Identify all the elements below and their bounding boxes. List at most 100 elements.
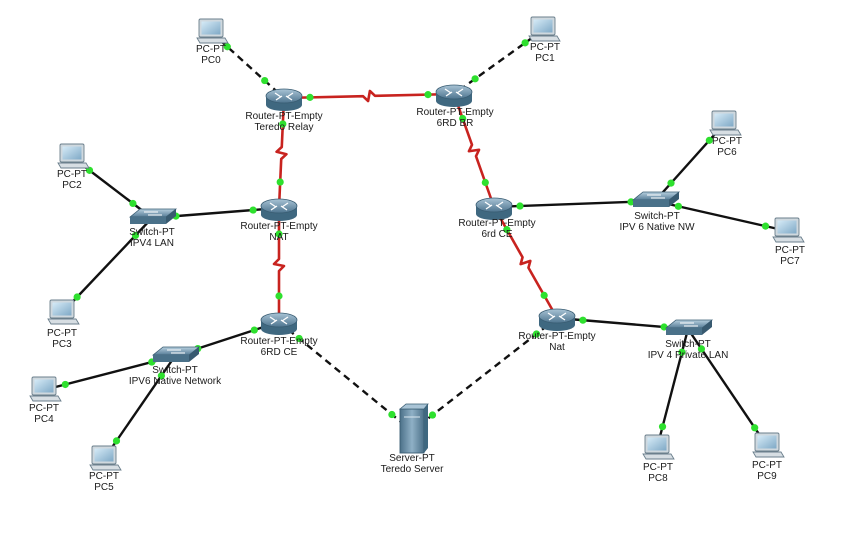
- router-icon-top: [538, 308, 576, 324]
- pc-icon-keyboard: [47, 318, 80, 325]
- port-status-dot: [540, 291, 548, 299]
- port-status-dot: [751, 424, 759, 432]
- server-icon-side: [424, 404, 428, 453]
- port-status-dot: [275, 292, 283, 300]
- device-name-label: Teredo Server: [381, 464, 444, 475]
- pc-icon-screen: [52, 302, 72, 316]
- devices-layer: PC-PTPC0PC-PTPC1PC-PTPC2PC-PTPC3PC-PTPC4…: [29, 16, 805, 493]
- router-icon-arrows: [269, 202, 289, 211]
- router-icon-arrows: [269, 316, 289, 325]
- device-name-label: 6RD CE: [261, 347, 298, 358]
- pc-icon-screen: [201, 21, 221, 35]
- port-status-dot: [223, 43, 231, 51]
- device-name-label: PC6: [717, 147, 737, 158]
- switch-icon-arrows: [167, 349, 185, 354]
- device-model-label: Router-PT-Empty: [518, 331, 595, 342]
- device-model-label: PC-PT: [752, 460, 782, 471]
- port-status-dot: [424, 91, 432, 99]
- port-status-dot: [112, 437, 121, 445]
- port-status-dot: [306, 93, 314, 101]
- device-model-label: Router-PT-Empty: [416, 107, 493, 118]
- switch-icon-front: [153, 355, 189, 362]
- device-name-label: NAT: [269, 232, 288, 243]
- link-r-teredo-to-r-6rdbr-serial[interactable]: [283, 89, 455, 103]
- switch-icon-arrows: [144, 211, 162, 216]
- link-pc6-to-sw-ipv6nw-ethernet[interactable]: [654, 123, 725, 202]
- pc-icon-keyboard: [196, 37, 229, 44]
- router-icon-top: [260, 312, 298, 328]
- port-indicators-layer: [61, 39, 770, 445]
- link-r-nat2-to-server-crossover[interactable]: [411, 317, 558, 432]
- device-name-label: PC8: [648, 473, 668, 484]
- server-icon-body: [399, 408, 425, 454]
- port-status-dot: [261, 76, 269, 85]
- pc-icon-keyboard: [642, 453, 675, 460]
- device-model-label: Switch-PT: [129, 227, 175, 238]
- port-status-dot: [131, 231, 140, 240]
- device-model-label: Router-PT-Empty: [245, 111, 322, 122]
- port-status-dot: [459, 114, 467, 123]
- device-name-label: IPV4 LAN: [130, 238, 174, 249]
- router-icon-arrows: [274, 92, 294, 101]
- switch-icon-arrows: [647, 194, 665, 199]
- device-name-label: PC4: [34, 414, 54, 425]
- router-icon-top: [265, 88, 303, 104]
- port-status-dot: [660, 323, 668, 331]
- device-model-label: PC-PT: [643, 462, 673, 473]
- port-status-dot: [532, 330, 541, 338]
- port-status-dot: [276, 178, 284, 186]
- port-status-dot: [250, 326, 258, 334]
- device-model-label: PC-PT: [29, 403, 59, 414]
- device-name-label: PC0: [201, 55, 221, 66]
- pc-icon-screen: [94, 448, 114, 462]
- port-status-dot: [279, 120, 287, 128]
- switch-icon-arrows: [680, 322, 698, 327]
- device-model-label: PC-PT: [47, 328, 77, 339]
- device-name-label: PC1: [535, 53, 555, 64]
- device-name-label: PC9: [757, 471, 777, 482]
- link-r-6rdbr-to-r-6rdce2-serial[interactable]: [452, 93, 496, 208]
- switch-icon-side: [669, 192, 679, 207]
- pc-icon-screen: [757, 435, 777, 449]
- device-model-label: PC-PT: [57, 169, 87, 180]
- device-model-label: Router-PT-Empty: [240, 221, 317, 232]
- link-r-6rdce2-to-r-nat2-serial[interactable]: [492, 206, 559, 319]
- link-pc1-to-r-6rdbr-crossover[interactable]: [453, 29, 544, 95]
- device-name-label: Teredo Relay: [255, 122, 314, 133]
- device-name-label: PC7: [780, 256, 800, 267]
- device-name-label: PC5: [94, 482, 114, 493]
- router-icon-top: [475, 197, 513, 213]
- pc-icon-keyboard: [57, 162, 90, 169]
- link-r-nat1-to-r-6rdce1-serial[interactable]: [272, 208, 286, 322]
- device-name-label: IPV6 Native Network: [129, 376, 222, 387]
- router-icon-top: [435, 84, 473, 100]
- pc-icon-screen: [714, 113, 734, 127]
- switch-icon-front: [130, 217, 166, 224]
- pc-icon-keyboard: [709, 129, 742, 136]
- port-status-dot: [674, 202, 683, 210]
- device-name-label: IPV 4 Private LAN: [648, 350, 729, 361]
- link-r-teredo-to-r-nat1-serial[interactable]: [275, 97, 288, 209]
